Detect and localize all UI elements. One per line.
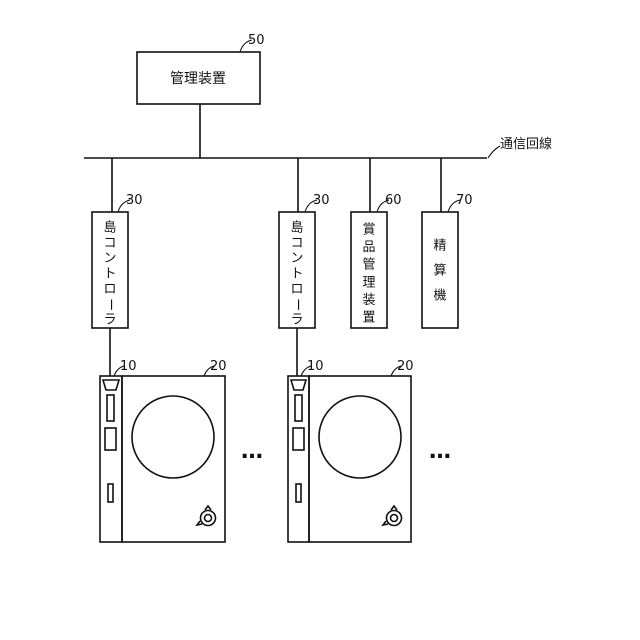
island-controller-1-label: 島コントローラ	[103, 221, 118, 328]
prize-manager-ref: 60	[385, 193, 402, 208]
label-char: ー	[103, 298, 118, 311]
machine-unit-2	[288, 376, 411, 542]
ball-lending-unit-2	[288, 376, 309, 542]
label-char: 機	[433, 289, 446, 304]
label-char: ト	[290, 267, 303, 282]
handle-icon-1	[197, 506, 216, 526]
ellipsis-1: …	[241, 439, 265, 464]
label-char: 賞	[362, 223, 375, 238]
management-device-label: 管理装置	[170, 71, 226, 87]
label-char: 島	[103, 221, 116, 236]
label-char: ー	[290, 298, 305, 311]
label-char: 精	[433, 239, 446, 254]
label-char: ラ	[103, 313, 116, 328]
handle-icon-2	[383, 506, 402, 526]
label-char: 管	[362, 258, 375, 273]
ball-lending-unit-1	[100, 376, 122, 542]
label-char: 島	[290, 221, 303, 236]
unit-2-ref: 10	[307, 359, 324, 374]
label-char: コ	[103, 236, 116, 251]
machine-2-ref: 20	[397, 359, 414, 374]
island-controller-1-ref: 30	[126, 193, 143, 208]
label-char: ン	[103, 251, 116, 266]
game-board-2	[319, 396, 401, 478]
label-char: 装	[362, 293, 375, 308]
management-ref: 50	[248, 33, 265, 48]
unit-1-ref: 10	[120, 359, 137, 374]
label-char: ロ	[290, 282, 303, 297]
settlement-machine-label: 精算機	[433, 239, 446, 304]
network-label: 通信回線	[500, 136, 552, 152]
settlement-ref: 70	[456, 193, 473, 208]
label-char: 算	[433, 264, 446, 279]
prize-manager-label: 賞品管理装置	[362, 223, 375, 326]
gaming-machine-2	[309, 376, 411, 542]
label-char: コ	[290, 236, 303, 251]
machine-unit-1	[100, 376, 225, 542]
label-char: 品	[362, 240, 375, 255]
label-char: ラ	[290, 313, 303, 328]
label-char: ン	[290, 251, 303, 266]
label-char: 理	[362, 275, 375, 290]
island-controller-2-ref: 30	[313, 193, 330, 208]
machine-1-ref: 20	[210, 359, 227, 374]
game-board-1	[132, 396, 214, 478]
island-controller-2-label: 島コントローラ	[290, 221, 305, 328]
label-char: ト	[103, 267, 116, 282]
label-char: ロ	[103, 282, 116, 297]
label-char: 置	[362, 311, 375, 326]
ellipsis-2: …	[429, 439, 453, 464]
gaming-machine-1	[122, 376, 225, 542]
